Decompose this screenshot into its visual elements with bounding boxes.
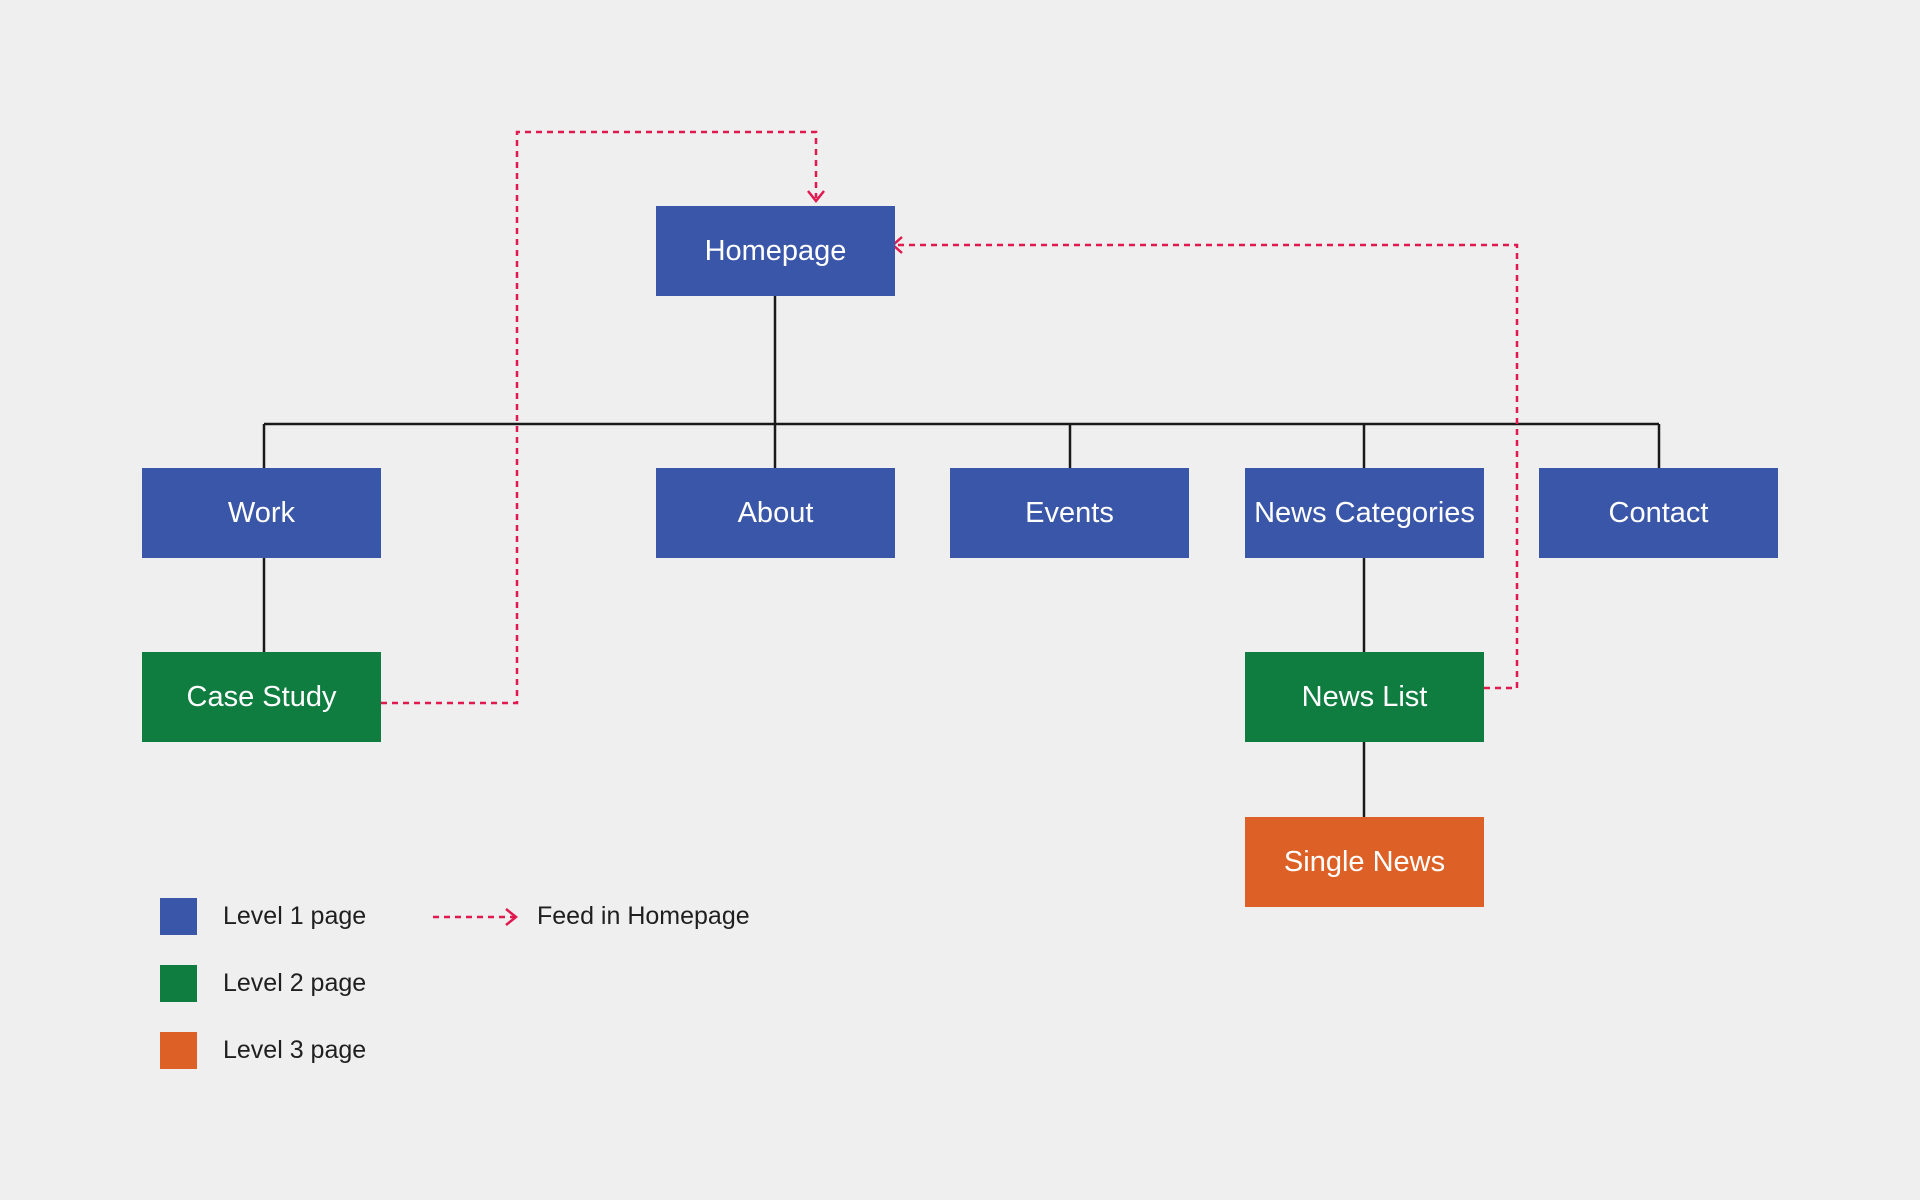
- node-about-label: About: [737, 496, 814, 529]
- feed-arrow-news-list-to-homepage: [895, 243, 1519, 690]
- legend-level3-label: Level 3 page: [223, 1036, 367, 1064]
- node-news-categories-label: News Categories: [1254, 496, 1475, 529]
- legend-feed-arrow-icon: [433, 908, 519, 926]
- node-events-label: Events: [1025, 496, 1114, 529]
- node-work-label: Work: [227, 496, 296, 529]
- legend-level1-swatch: [160, 898, 197, 935]
- node-news-list[interactable]: News List: [1245, 652, 1484, 742]
- node-events[interactable]: Events: [950, 468, 1189, 558]
- node-news-categories[interactable]: News Categories: [1245, 468, 1484, 558]
- node-case-study-label: Case Study: [186, 680, 337, 713]
- node-homepage-label: Homepage: [704, 234, 847, 267]
- node-work[interactable]: Work: [142, 468, 381, 558]
- legend-level2-swatch: [160, 965, 197, 1002]
- legend-feed-label: Feed in Homepage: [537, 902, 750, 930]
- node-single-news[interactable]: Single News: [1245, 817, 1484, 907]
- legend-level3-swatch: [160, 1032, 197, 1069]
- node-homepage[interactable]: Homepage: [656, 206, 895, 296]
- arrowhead-down-icon: [807, 190, 825, 204]
- legend-level1-label: Level 1 page: [223, 902, 367, 930]
- node-case-study[interactable]: Case Study: [142, 652, 381, 742]
- legend-level2-label: Level 2 page: [223, 969, 367, 997]
- node-about[interactable]: About: [656, 468, 895, 558]
- node-contact-label: Contact: [1608, 496, 1709, 529]
- node-contact[interactable]: Contact: [1539, 468, 1778, 558]
- node-single-news-label: Single News: [1283, 845, 1446, 878]
- node-news-list-label: News List: [1301, 680, 1428, 713]
